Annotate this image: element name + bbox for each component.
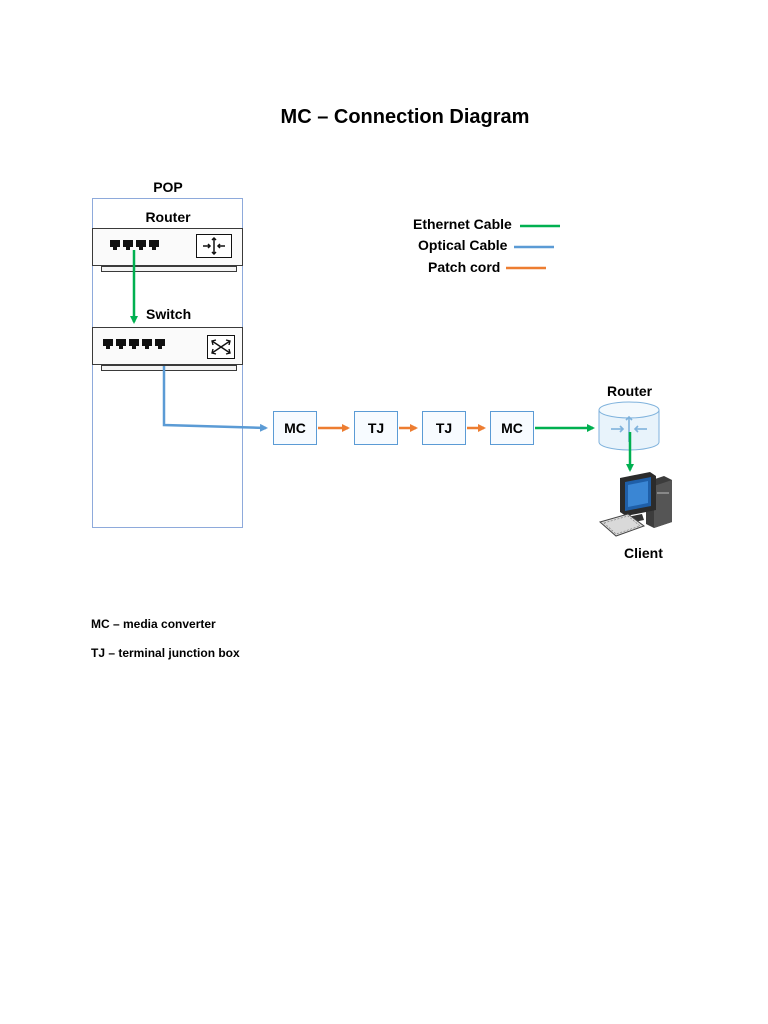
chain-node-mc-left: MC (273, 411, 317, 445)
chain-node-mc-right: MC (490, 411, 534, 445)
page-title: MC – Connection Diagram (280, 106, 530, 128)
note-tj: TJ – terminal junction box (91, 646, 240, 660)
switch-icon (207, 335, 235, 359)
chain-node-tj-2: TJ (422, 411, 466, 445)
pop-router-label: Router (145, 209, 191, 225)
router-icon (196, 234, 232, 258)
switch-label: Switch (146, 306, 192, 322)
client-router-icon (598, 401, 660, 451)
switch-ports (103, 339, 165, 349)
legend-ethernet-label: Ethernet Cable (413, 216, 512, 232)
router-shelf (101, 266, 237, 272)
client-label: Client (624, 545, 663, 561)
legend-patch-label: Patch cord (428, 259, 501, 275)
note-mc: MC – media converter (91, 617, 216, 631)
client-computer-icon (598, 472, 672, 537)
pop-label: POP (153, 179, 183, 195)
client-router-label: Router (607, 383, 653, 399)
switch-to-mc-cable (162, 366, 268, 432)
router-ports (110, 240, 159, 250)
chain-node-tj-1: TJ (354, 411, 398, 445)
legend-optical-label: Optical Cable (418, 237, 508, 253)
switch-shelf (101, 365, 237, 371)
